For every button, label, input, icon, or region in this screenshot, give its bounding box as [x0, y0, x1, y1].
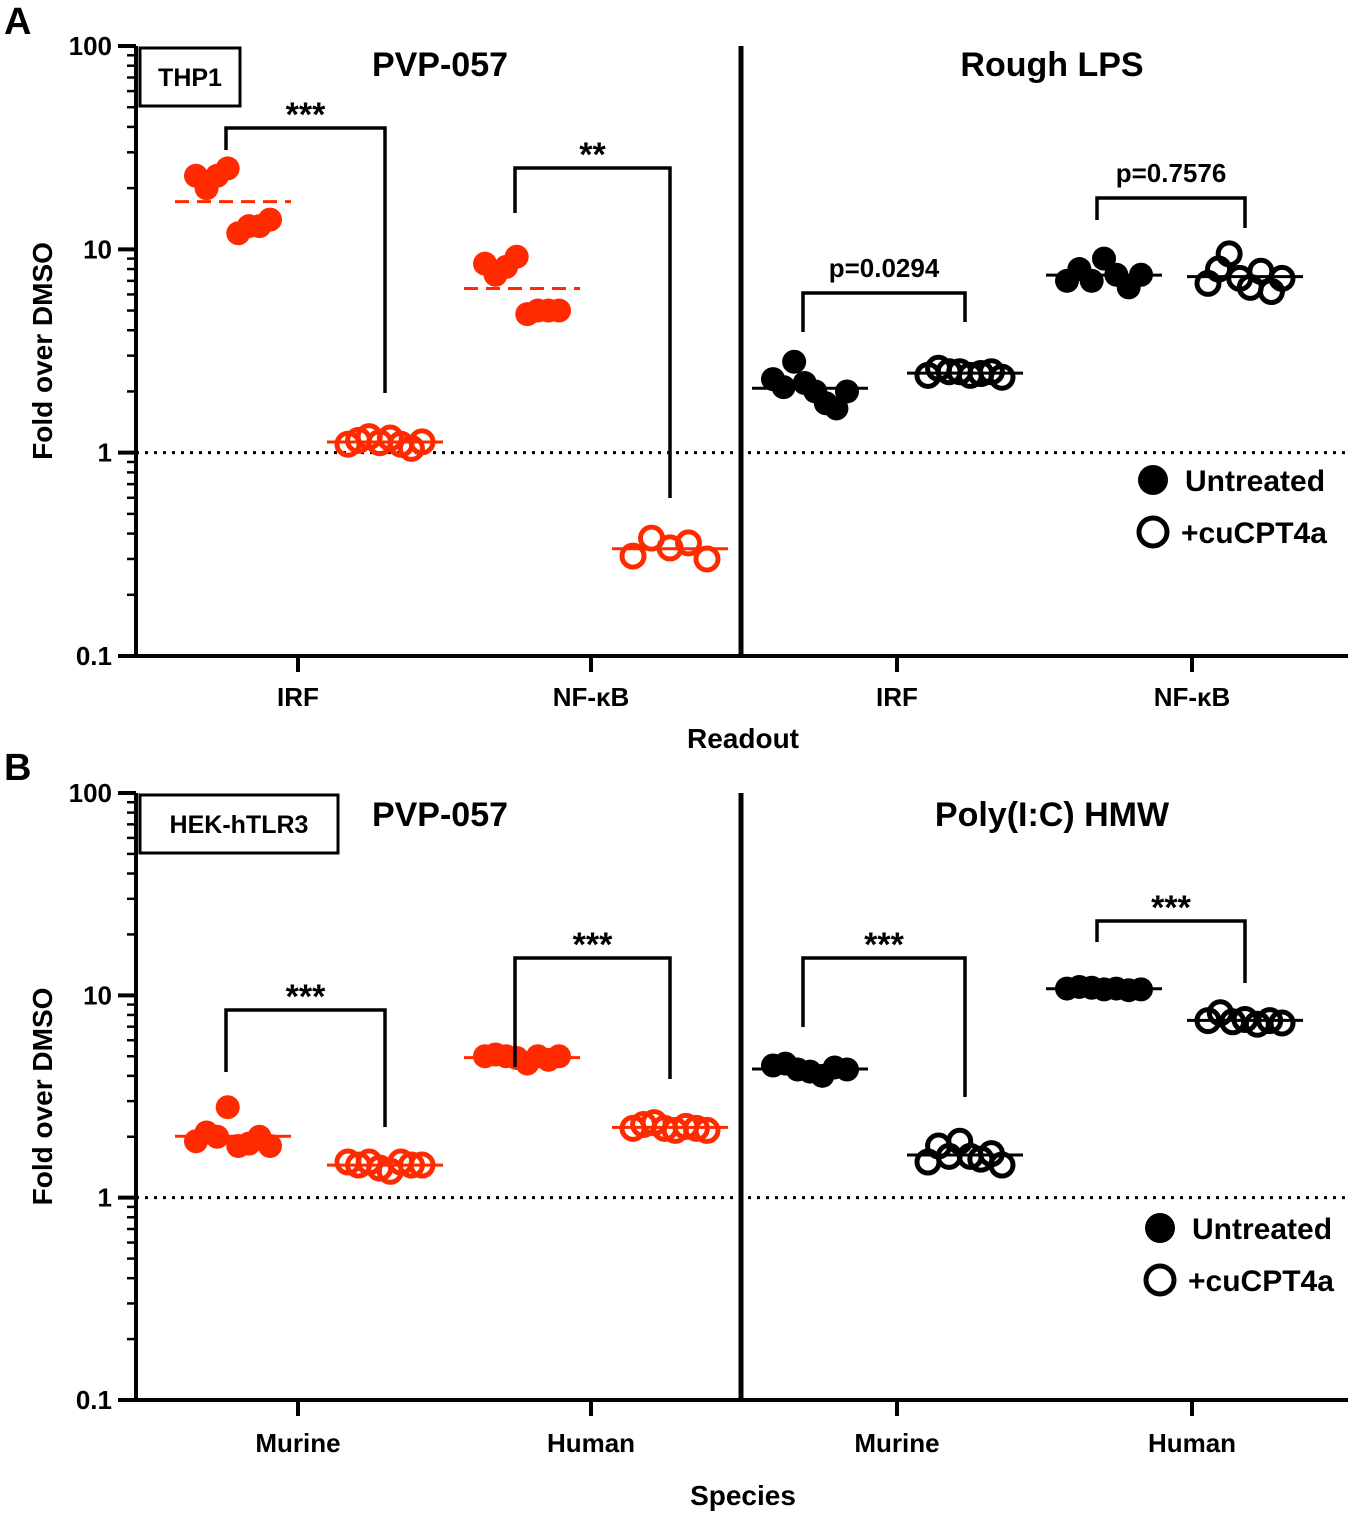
significance-label: *** — [286, 978, 326, 1016]
y-tick-label: 10 — [83, 980, 112, 1010]
cucpt4a-point — [988, 363, 1016, 391]
y-tick-label: 100 — [69, 778, 112, 808]
untreated-point — [1079, 268, 1104, 293]
significance-label: p=0.0294 — [829, 253, 940, 283]
x-tick-label: Human — [547, 1428, 635, 1458]
untreated-point — [504, 244, 529, 269]
cucpt4a-point — [1219, 1008, 1247, 1036]
group-title: Rough LPS — [960, 46, 1143, 84]
panel-letter: A — [4, 1, 31, 43]
y-tick-label: 0.1 — [76, 1385, 112, 1415]
cucpt4a-point — [693, 545, 721, 573]
significance-bracket — [801, 291, 967, 332]
untreated-point — [835, 1057, 859, 1082]
untreated-point — [835, 379, 859, 404]
cell-label: HEK-hTLR3 — [170, 811, 309, 839]
untreated-point — [1129, 977, 1153, 1002]
legend-untreated-marker — [1138, 465, 1168, 495]
significance-bracket — [1095, 196, 1247, 228]
untreated-point — [215, 1095, 240, 1120]
cucpt4a-point — [988, 1151, 1016, 1179]
untreated-point — [1129, 262, 1153, 287]
y-tick-label: 1 — [98, 438, 112, 468]
significance-label: p=0.7576 — [1116, 158, 1227, 188]
group-title: PVP-057 — [372, 46, 508, 84]
legend-untreated-marker — [1145, 1213, 1175, 1243]
cucpt4a-point — [397, 1151, 425, 1179]
y-tick-label: 100 — [69, 31, 112, 61]
legend-cucpt4a-label: +cuCPT4a — [1188, 1265, 1334, 1298]
legend-untreated-label: Untreated — [1192, 1213, 1332, 1246]
significance-label: ** — [579, 136, 606, 174]
panel-letter: B — [4, 747, 31, 789]
significance-bracket — [513, 166, 672, 498]
untreated-point — [258, 207, 282, 232]
cucpt4a-point — [1215, 240, 1243, 268]
legend-cucpt4a-label: +cuCPT4a — [1181, 517, 1327, 550]
cell-label-box — [138, 793, 340, 855]
cucpt4a-point — [1268, 264, 1296, 292]
cucpt4a-point — [675, 529, 702, 557]
group-title: PVP-057 — [372, 796, 508, 834]
significance-label: *** — [286, 96, 326, 134]
significance-label: *** — [573, 926, 613, 964]
y-axis-title: Fold over DMSO — [27, 988, 58, 1206]
group-title: Poly(I:C) HMW — [935, 796, 1170, 834]
cucpt4a-point — [1256, 1007, 1284, 1035]
cucpt4a-point — [693, 1116, 721, 1144]
x-tick-label: Murine — [854, 1428, 939, 1458]
x-tick-label: NF-κB — [1154, 682, 1231, 712]
significance-bracket — [224, 1008, 387, 1127]
legend-cucpt4a-marker — [1136, 515, 1170, 549]
y-axis-title: Fold over DMSO — [27, 242, 58, 460]
x-tick-label: Human — [1148, 1428, 1236, 1458]
legend-cucpt4a-marker — [1143, 1263, 1177, 1297]
x-axis-title: Species — [690, 1480, 796, 1511]
cell-label: THP1 — [158, 64, 222, 92]
x-tick-label: Murine — [255, 1428, 340, 1458]
significance-label: *** — [864, 926, 904, 964]
legend-untreated-label: Untreated — [1185, 465, 1325, 498]
cucpt4a-point — [1243, 1010, 1271, 1038]
x-axis-title: Readout — [687, 723, 799, 754]
untreated-point — [215, 156, 240, 181]
significance-bracket — [513, 956, 672, 1079]
cucpt4a-point — [1231, 1005, 1259, 1033]
untreated-point — [547, 298, 571, 323]
cell-label-box — [138, 46, 242, 108]
cucpt4a-point — [682, 1114, 710, 1142]
y-tick-label: 1 — [98, 1183, 112, 1213]
significance-label: *** — [1151, 889, 1191, 927]
y-tick-label: 0.1 — [76, 641, 112, 671]
x-tick-label: IRF — [277, 682, 319, 712]
cucpt4a-point — [408, 428, 436, 456]
untreated-point — [258, 1134, 282, 1159]
untreated-point — [547, 1044, 571, 1069]
cucpt4a-point — [619, 542, 647, 570]
significance-bracket — [801, 956, 967, 1097]
significance-bracket — [1095, 919, 1247, 983]
untreated-point — [205, 1124, 230, 1149]
significance-bracket — [224, 126, 387, 393]
cucpt4a-point — [408, 1151, 436, 1179]
cucpt4a-point — [1268, 1009, 1296, 1037]
x-tick-label: IRF — [876, 682, 918, 712]
untreated-point — [782, 349, 807, 374]
untreated-point — [771, 375, 796, 400]
x-tick-label: NF-κB — [553, 682, 630, 712]
y-tick-label: 10 — [83, 234, 112, 264]
